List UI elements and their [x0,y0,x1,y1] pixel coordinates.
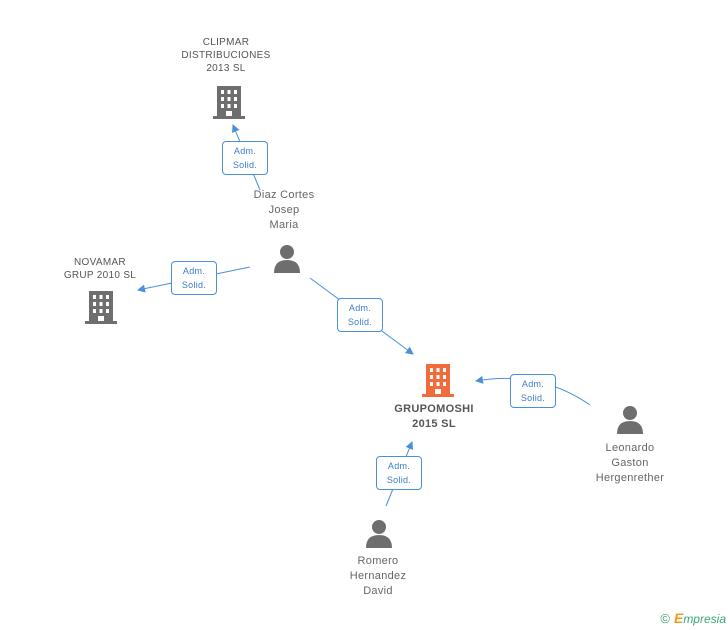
brand-first-letter: E [673,610,684,626]
building-icon[interactable] [85,289,117,325]
relation-role: Adm. [387,461,411,471]
relation-badge-romero-grupomoshi[interactable]: Adm. Solid. [376,456,422,490]
relation-type: Solid. [232,160,258,170]
building-icon-main[interactable] [422,362,454,398]
relation-type: Solid. [386,475,412,485]
company-label-grupomoshi[interactable]: GRUPOMOSHI 2015 SL [378,402,490,432]
romero-line-1: Romero [357,555,399,567]
building-icon[interactable] [213,84,245,120]
relation-role: Adm. [521,379,545,389]
person-label-leonardo[interactable]: Leonardo Gaston Hergenrether [582,441,678,486]
relation-badge-leonardo-grupomoshi[interactable]: Adm. Solid. [510,374,556,408]
empresia-brand: ©Empresia [660,610,726,626]
person-label-romero[interactable]: Romero Hernandez David [330,554,426,599]
relation-type: Solid. [520,393,546,403]
relation-role: Adm. [182,266,206,276]
person-label-diaz[interactable]: Diaz Cortes Josep Maria [232,188,336,233]
relation-role: Adm. [348,303,372,313]
relation-type: Solid. [181,280,207,290]
relation-badge-diaz-clipmar[interactable]: Adm. Solid. [222,141,268,175]
diaz-line-1: Diaz Cortes [253,189,315,201]
relation-role: Adm. [233,146,257,156]
novamar-line-1: NOVAMAR [74,257,126,268]
romero-line-3: David [363,585,393,597]
clipmar-line-3: 2013 SL [206,63,246,74]
clipmar-line-1: CLIPMAR [202,37,250,48]
relation-type: Solid. [347,317,373,327]
romero-line-2: Hernandez [349,570,407,582]
leonardo-line-3: Hergenrether [595,472,665,484]
person-icon[interactable] [615,405,645,435]
diaz-line-3: Maria [269,219,299,231]
person-icon[interactable] [364,519,394,549]
person-icon[interactable] [272,244,302,274]
company-label-clipmar[interactable]: CLIPMAR DISTRIBUCIONES 2013 SL [170,36,282,75]
company-label-novamar[interactable]: NOVAMAR GRUP 2010 SL [50,256,150,282]
copyright-icon: © [660,611,670,626]
relation-badge-diaz-grupomoshi[interactable]: Adm. Solid. [337,298,383,332]
leonardo-line-2: Gaston [611,457,649,469]
leonardo-line-1: Leonardo [605,442,655,454]
grupomoshi-line-2: 2015 SL [412,418,456,430]
brand-rest: mpresia [683,612,726,626]
grupomoshi-line-1: GRUPOMOSHI [394,403,474,415]
clipmar-line-2: DISTRIBUCIONES [181,50,271,61]
relation-badge-diaz-novamar[interactable]: Adm. Solid. [171,261,217,295]
diaz-line-2: Josep [268,204,300,216]
novamar-line-2: GRUP 2010 SL [63,270,137,281]
